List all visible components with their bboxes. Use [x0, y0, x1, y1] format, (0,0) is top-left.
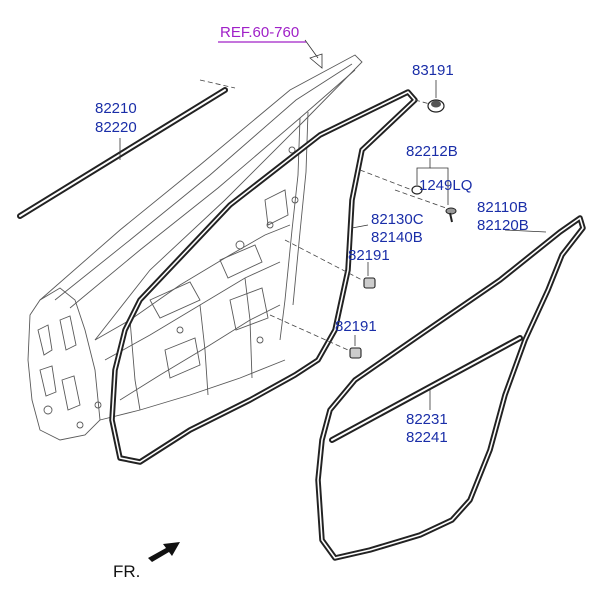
- hole-plug-part: [411, 185, 423, 195]
- belt-weatherstrip-inner: [329, 335, 523, 443]
- part-label-82231: 82231: [406, 411, 448, 428]
- part-label-83191: 83191: [412, 62, 454, 79]
- body-side-seal: [109, 89, 418, 465]
- part-label-82220: 82220: [95, 119, 137, 136]
- part-label-82191-upper: 82191: [348, 247, 390, 264]
- front-arrow-icon: [148, 542, 180, 562]
- belt-weatherstrip-outer: [17, 87, 228, 219]
- screw-part: [445, 207, 457, 223]
- part-label-82140b: 82140B: [371, 229, 423, 246]
- bumper-upper-part: [363, 277, 376, 289]
- part-label-1249lq: 1249LQ: [419, 177, 472, 194]
- door-side-seal: [315, 215, 586, 561]
- bumper-lower-part: [349, 347, 362, 359]
- leader-lines: [119, 39, 547, 410]
- part-label-82210: 82210: [95, 100, 137, 117]
- plug-part: [427, 99, 445, 113]
- part-label-82130c: 82130C: [371, 211, 424, 228]
- door-panel: [27, 54, 363, 441]
- part-label-82241: 82241: [406, 429, 448, 446]
- part-label-82110b: 82110B: [477, 199, 528, 216]
- front-direction-label: FR.: [113, 562, 140, 581]
- dashed-callouts: [199, 79, 447, 351]
- part-label-82191-lower: 82191: [335, 318, 377, 335]
- part-label-82120b: 82120B: [477, 217, 529, 234]
- part-label-82212b: 82212B: [406, 143, 458, 160]
- ref-label: REF.60-760: [220, 24, 299, 41]
